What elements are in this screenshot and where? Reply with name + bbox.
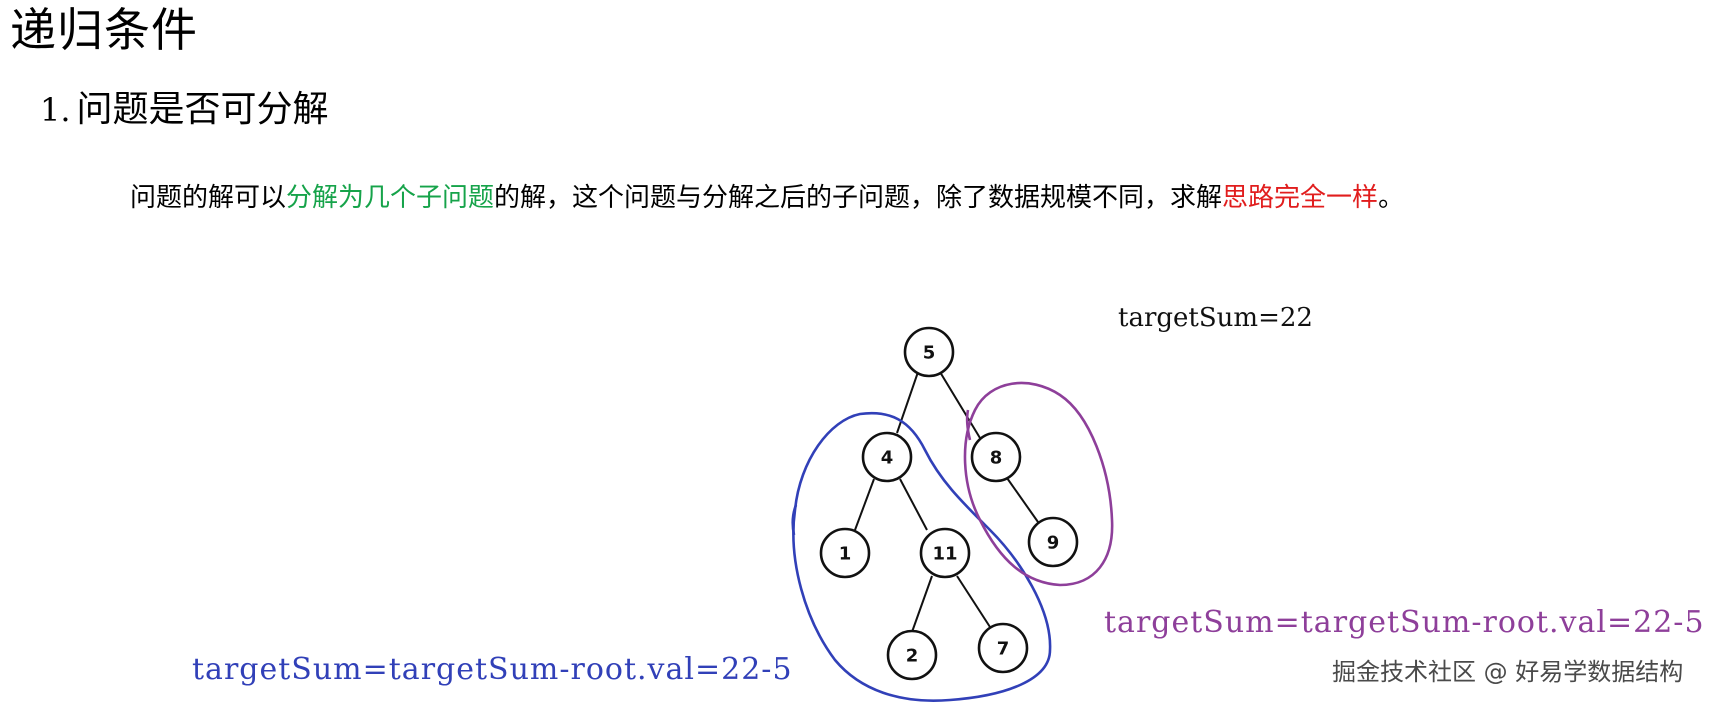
tree-node-7: 7 [977,622,1029,674]
edge-5-8 [939,371,981,439]
tree-node-11: 11 [919,527,971,579]
edge-4-11 [899,478,928,531]
tree-node-label: 1 [839,544,852,565]
edge-5-4 [896,371,919,434]
paragraph-part-1: 问题的解可以 [130,183,287,213]
tree-node-8: 8 [970,431,1022,483]
edge-8-9 [1006,477,1039,523]
paragraph-part-3: 。 [1378,183,1405,213]
right-subtree-annotation: targetSum=targetSum-root.val=22-5 [1104,605,1705,640]
tree-node-label: 4 [881,448,894,469]
highlight-decompose: 分解为几个子问题 [286,183,495,213]
target-sum-label: targetSum=22 [1118,303,1313,333]
left-subtree-loop-stroke [791,504,798,536]
section-heading-text: 问题是否可分解 [76,89,329,130]
tree-node-label: 11 [932,544,957,565]
tree-node-label: 2 [906,646,919,667]
page-title: 递归条件 [10,3,198,57]
highlight-same-approach: 思路完全一样 [1222,183,1379,213]
tree-node-label: 7 [997,639,1010,660]
left-subtree-annotation: targetSum=targetSum-root.val=22-5 [192,652,793,687]
tree-node-9: 9 [1027,516,1079,568]
tree-node-label: 9 [1047,533,1060,554]
tree-node-2: 2 [886,629,938,681]
right-subtree-loop [963,381,1114,587]
watermark: 掘金技术社区 @ 好易学数据结构 [1332,658,1684,686]
description-paragraph: 问题的解可以分解为几个子问题的解，这个问题与分解之后的子问题，除了数据规模不同，… [130,180,1404,216]
tree-node-label: 8 [990,448,1003,469]
tree-node-5: 5 [903,326,955,378]
edge-11-2 [911,575,933,633]
right-subtree-loop-tail [965,409,972,441]
tree-node-label: 5 [923,343,936,364]
paragraph-part-2: 的解，这个问题与分解之后的子问题，除了数据规模不同，求解 [494,183,1223,213]
section-number: 1. [40,91,71,129]
section-heading: 1.问题是否可分解 [40,88,329,132]
edge-4-1 [854,478,875,531]
tree-node-1: 1 [819,527,871,579]
tree-node-4: 4 [861,431,913,483]
edge-11-7 [956,575,991,628]
